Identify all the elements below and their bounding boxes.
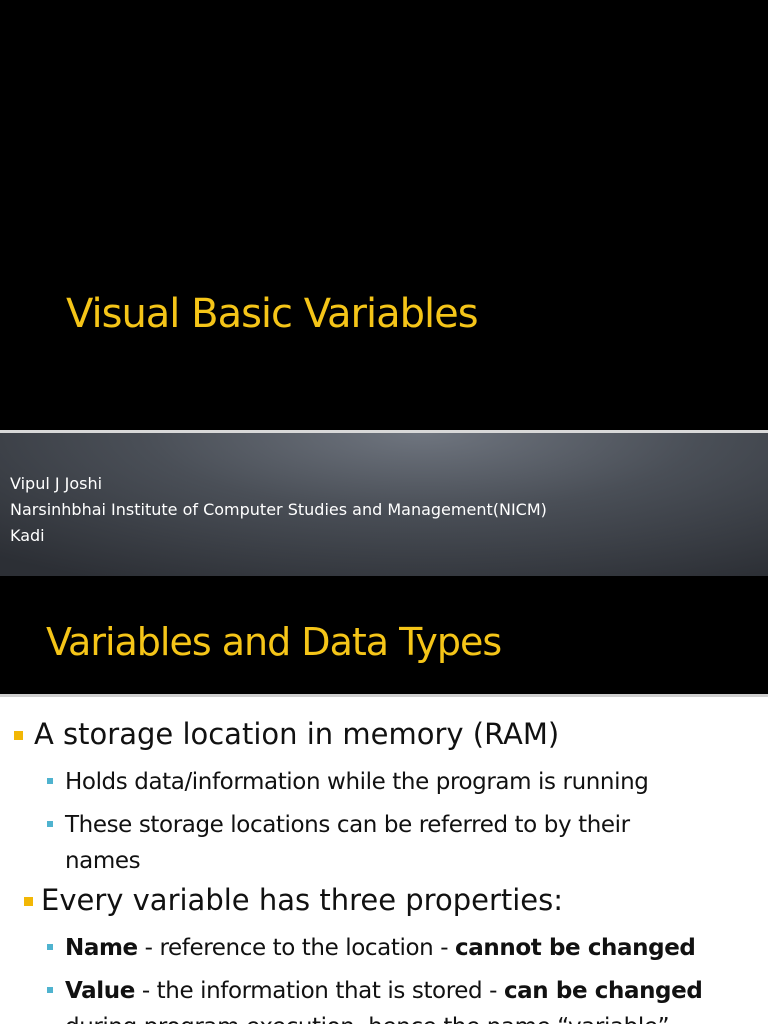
- property-description: - reference to the location -: [137, 935, 456, 961]
- institute-name: Narsinhbhai Institute of Computer Studie…: [10, 500, 547, 519]
- header-divider: [0, 694, 768, 697]
- blue-square-bullet-icon: [47, 987, 53, 993]
- property-label: Name: [65, 935, 138, 961]
- bullet-three-properties: Every variable has three properties:: [24, 882, 564, 918]
- slide-title: Variables and Data Types: [46, 620, 502, 664]
- yellow-square-bullet-icon: [24, 897, 33, 906]
- title-slide: Visual Basic Variables Vipul J Joshi Nar…: [0, 0, 768, 576]
- sub-bullet-referred-names: These storage locations can be referred …: [47, 807, 630, 843]
- bullet-storage-location: A storage location in memory (RAM): [14, 716, 560, 752]
- sub-bullet-value-continued: during program execution, hence the name…: [65, 1009, 670, 1024]
- bullet-text: A storage location in memory (RAM): [34, 717, 560, 751]
- bullet-text-line2: names: [65, 848, 141, 874]
- author-name: Vipul J Joshi: [10, 474, 103, 493]
- property-emphasis: cannot be changed: [455, 935, 696, 961]
- blue-square-bullet-icon: [47, 944, 53, 950]
- location-name: Kadi: [10, 526, 45, 545]
- sub-bullet-holds-data: Holds data/information while the program…: [47, 764, 649, 800]
- property-emphasis: can be changed: [503, 978, 703, 1004]
- bullet-text-line1: These storage locations can be referred …: [65, 812, 630, 838]
- property-description: - the information that is stored -: [134, 978, 504, 1004]
- content-slide: Variables and Data Types A storage locat…: [0, 576, 768, 1024]
- title-divider: [0, 430, 768, 433]
- subtitle-band: Vipul J Joshi Narsinhbhai Institute of C…: [0, 433, 768, 576]
- blue-square-bullet-icon: [47, 778, 53, 784]
- sub-bullet-name-property: Name - reference to the location - canno…: [47, 930, 696, 966]
- slide-title: Visual Basic Variables: [66, 291, 479, 337]
- subtitle-block: Vipul J Joshi Narsinhbhai Institute of C…: [10, 471, 547, 549]
- sub-bullet-referred-names-continued: names: [65, 843, 141, 879]
- sub-bullet-value-property: Value - the information that is stored -…: [47, 973, 703, 1009]
- bullet-text: Holds data/information while the program…: [65, 769, 649, 795]
- property-label: Value: [65, 978, 135, 1004]
- slide-header: Variables and Data Types: [0, 576, 768, 694]
- bullet-text: Every variable has three properties:: [41, 883, 564, 917]
- yellow-square-bullet-icon: [14, 731, 23, 740]
- bullet-text-line2: during program execution, hence the name…: [65, 1014, 670, 1024]
- blue-square-bullet-icon: [47, 821, 53, 827]
